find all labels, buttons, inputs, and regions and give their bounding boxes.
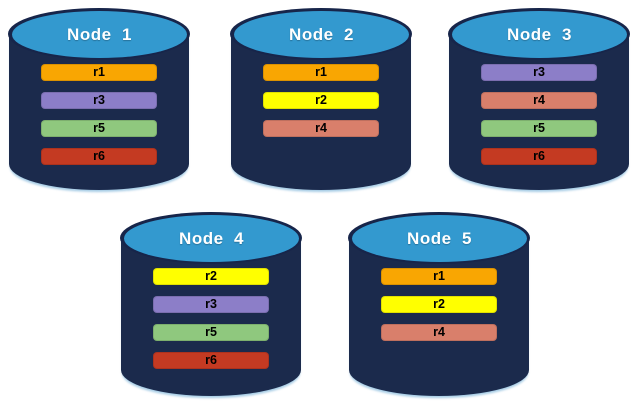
replica-bar-r3: r3: [481, 64, 597, 81]
replica-list: r1 r2 r4: [263, 64, 379, 137]
node-cylinder-5: Node 5 r1 r2 r4: [348, 212, 530, 396]
replica-bar-r3: r3: [153, 296, 269, 313]
replica-bar-r6: r6: [481, 148, 597, 165]
node-cylinder-3: Node 3 r3 r4 r5 r6: [448, 8, 630, 190]
replica-bar-r1: r1: [263, 64, 379, 81]
cylinder-body: [121, 238, 301, 396]
replica-bar-r5: r5: [481, 120, 597, 137]
replica-bar-r1: r1: [41, 64, 157, 81]
node-cylinder-2: Node 2 r1 r2 r4: [230, 8, 412, 190]
replica-bar-r5: r5: [153, 324, 269, 341]
replica-bar-r2: r2: [263, 92, 379, 109]
cylinder-top-face: Node 5: [352, 215, 527, 262]
replica-bar-r4: r4: [263, 120, 379, 137]
replica-bar-r1: r1: [381, 268, 497, 285]
node-cylinder-1: Node 1 r1 r3 r5 r6: [8, 8, 190, 190]
node-label: Node 4: [179, 228, 244, 248]
replica-bar-r2: r2: [381, 296, 497, 313]
cylinder-top-face: Node 1: [12, 11, 187, 58]
node-label: Node 2: [289, 24, 354, 44]
replica-list: r1 r2 r4: [381, 268, 497, 341]
node-label: Node 5: [407, 228, 472, 248]
node-cylinder-4: Node 4 r2 r3 r5 r6: [120, 212, 302, 396]
replica-bar-r3: r3: [41, 92, 157, 109]
node-label: Node 1: [67, 24, 132, 44]
replica-bar-r5: r5: [41, 120, 157, 137]
cylinder-body: [349, 238, 529, 396]
replica-bar-r6: r6: [153, 352, 269, 369]
node-label: Node 3: [507, 24, 572, 44]
replica-bar-r4: r4: [481, 92, 597, 109]
replica-list: r2 r3 r5 r6: [153, 268, 269, 369]
replica-bar-r4: r4: [381, 324, 497, 341]
cylinder-top-face: Node 4: [124, 215, 299, 262]
replica-list: r3 r4 r5 r6: [481, 64, 597, 165]
replica-bar-r6: r6: [41, 148, 157, 165]
replica-list: r1 r3 r5 r6: [41, 64, 157, 165]
replica-bar-r2: r2: [153, 268, 269, 285]
cylinder-top-face: Node 3: [452, 11, 627, 58]
cylinder-top-face: Node 2: [234, 11, 409, 58]
cylinder-body: [231, 34, 411, 190]
